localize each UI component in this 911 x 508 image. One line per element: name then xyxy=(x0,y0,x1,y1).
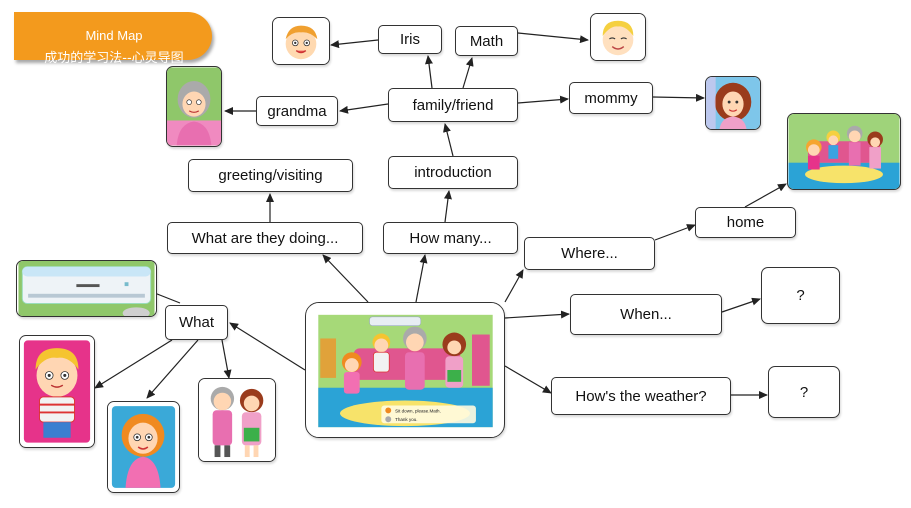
mind-map-banner: Mind Map 成功的学习法--心灵导图 xyxy=(14,12,212,66)
girl-picture xyxy=(107,401,180,493)
node-family-friend: family/friend xyxy=(388,88,518,122)
boy-face-picture xyxy=(272,17,330,65)
math-boy-picture xyxy=(590,13,646,61)
banner-title: Mind Map xyxy=(85,28,143,43)
grandma-picture xyxy=(166,66,222,147)
node-question-weather: ? xyxy=(768,366,840,418)
home-family-picture xyxy=(787,113,901,190)
node-grandma: grandma xyxy=(256,96,338,126)
node-math: Math xyxy=(455,26,518,56)
node-how-many: How many... xyxy=(383,222,518,254)
node-weather: How's the weather? xyxy=(551,377,731,415)
node-when: When... xyxy=(570,294,722,335)
speech-line-1: Sit down, please.Math. xyxy=(395,408,441,413)
node-introduction: introduction xyxy=(388,156,518,189)
center-family-scene-picture: Sit down, please.Math. Thank you. xyxy=(305,302,505,438)
node-what-are-they-doing: What are they doing... xyxy=(167,222,363,254)
node-mommy: mommy xyxy=(569,82,653,114)
node-what: What xyxy=(165,305,228,340)
speech-line-2: Thank you. xyxy=(395,417,417,422)
node-question-when: ? xyxy=(761,267,840,324)
banner-subtitle: 成功的学习法--心灵导图 xyxy=(44,51,184,66)
boy-picture xyxy=(19,335,95,448)
node-greeting-visiting: greeting/visiting xyxy=(188,159,353,192)
node-iris: Iris xyxy=(378,25,442,54)
grandma-and-mom-picture xyxy=(198,378,276,462)
node-where: Where... xyxy=(524,237,655,270)
mommy-picture xyxy=(705,76,761,130)
node-home: home xyxy=(695,207,796,238)
air-conditioner-picture xyxy=(16,260,157,317)
